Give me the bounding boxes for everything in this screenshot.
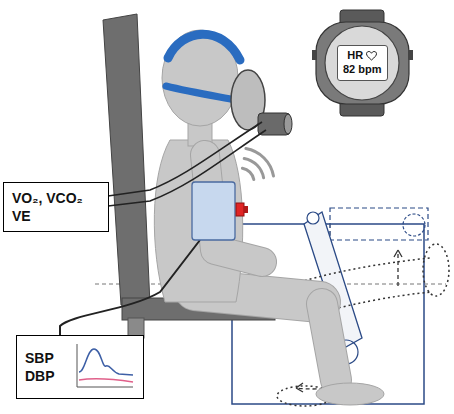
pressure-waveform: [73, 342, 135, 392]
label-text: VO₂, VCO₂ VE: [12, 190, 83, 224]
pad-extended: [403, 214, 425, 236]
blood-pressure-box: SBP DBP: [16, 335, 144, 399]
text-row: HR: [343, 49, 382, 63]
watch-case: [316, 22, 409, 104]
label-text: 82 bpm: [343, 63, 382, 77]
watch-bezel: [325, 26, 399, 100]
mask-strap: [168, 34, 240, 60]
text-column: HR82 bpm: [343, 49, 382, 77]
label-text: HR: [347, 49, 363, 63]
text-column: VO₂, VCO₂ VE: [12, 189, 100, 225]
monitor-button: [236, 203, 244, 216]
watch-button: [408, 50, 413, 60]
monitor-button-cap: [244, 206, 248, 213]
chair-back: [103, 14, 150, 305]
mask-strap: [166, 86, 236, 100]
heart-rate-display: HR82 bpm: [337, 45, 388, 81]
text-row: SBP DBP: [25, 349, 63, 385]
shin: [322, 304, 336, 380]
pressure-monitor: [192, 182, 235, 240]
lever-extended: [330, 208, 428, 240]
shin-outline: [322, 304, 336, 380]
gas-analyzer-box: VO₂, VCO₂ VE: [3, 182, 109, 232]
foot-extended: [423, 244, 449, 296]
motion-arrow: [397, 252, 398, 286]
text-row: VO₂, VCO₂ VE: [12, 189, 100, 225]
mask-valve-end: [284, 114, 292, 134]
foot: [316, 383, 384, 405]
signal-arc: [244, 158, 263, 177]
heart-icon: [366, 51, 377, 61]
systolic-trace: [79, 349, 133, 375]
watch-button: [312, 50, 317, 60]
wireless-signal: [242, 149, 273, 180]
pressure-cable: [60, 240, 200, 335]
text-column: SBP DBP: [25, 349, 63, 385]
pivot: [307, 212, 319, 224]
arrow-head: [296, 383, 303, 392]
signal-arc: [242, 168, 253, 179]
gas-tube: [108, 130, 266, 206]
label-text: SBP DBP: [25, 350, 55, 384]
heart-outline: [367, 51, 377, 60]
signal-arc: [246, 149, 274, 177]
text-row: 82 bpm: [343, 63, 382, 77]
waveform-axes: [77, 344, 133, 387]
diastolic-trace: [79, 379, 133, 382]
arrow-head: [394, 250, 402, 257]
